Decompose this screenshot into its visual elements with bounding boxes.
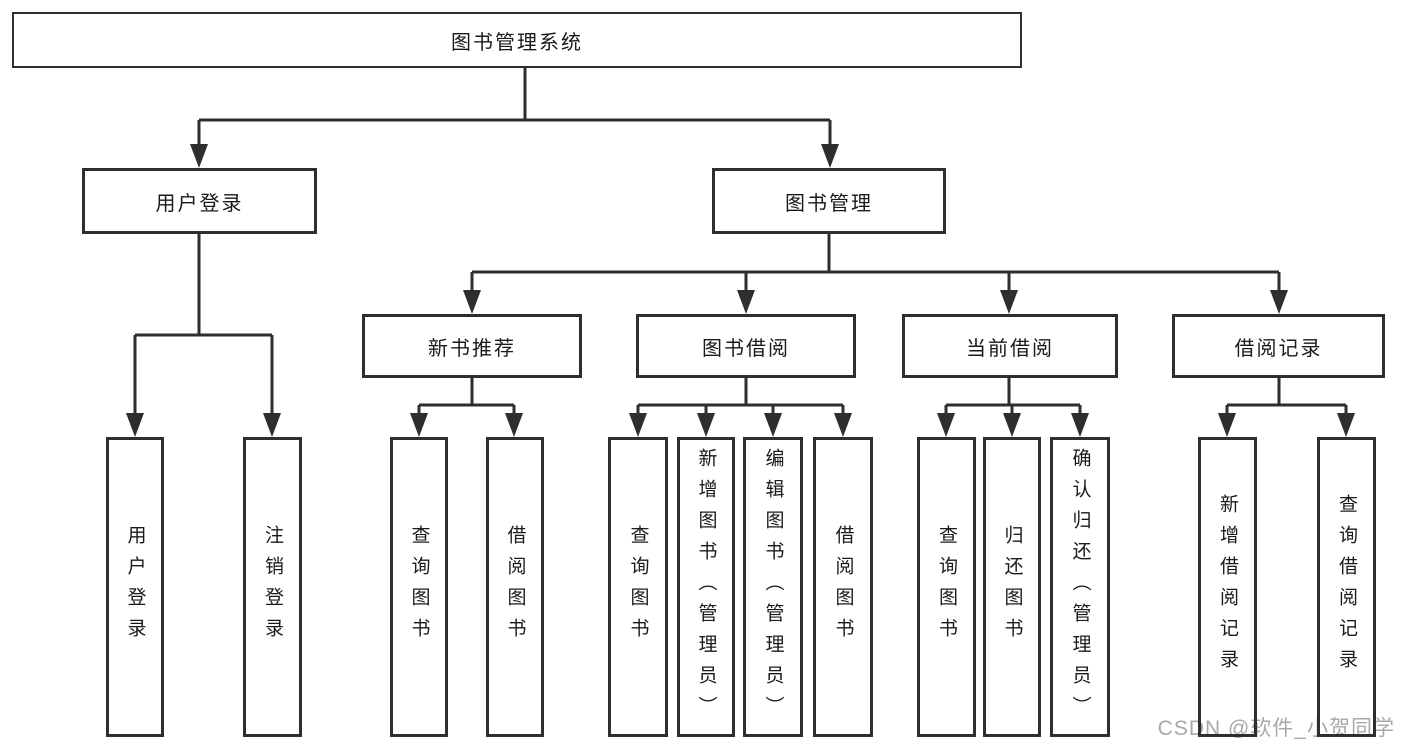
leaf-confirm-return-admin: 确认归还（管理员） xyxy=(1050,437,1110,737)
connector-current-borrow-to-leaves xyxy=(937,378,1089,437)
leaf-borrow-books-recommend: 借阅图书 xyxy=(486,437,544,737)
leaf-label: 查询图书 xyxy=(936,525,957,649)
node-label: 图书借阅 xyxy=(702,337,790,360)
leaf-label: 查询借阅记录 xyxy=(1336,494,1357,680)
leaf-edit-books-admin: 编辑图书（管理员） xyxy=(743,437,803,737)
node-label: 用户登录 xyxy=(155,192,244,215)
leaf-label: 用户登录 xyxy=(124,525,146,649)
connector-root-to-level2 xyxy=(190,68,839,168)
leaf-add-books-admin: 新增图书（管理员） xyxy=(677,437,735,737)
node-label: 新书推荐 xyxy=(428,337,516,360)
node-label: 当前借阅 xyxy=(966,337,1054,360)
leaf-label: 归还图书 xyxy=(1001,525,1023,649)
node-borrow-record: 借阅记录 xyxy=(1172,314,1385,378)
node-user-login: 用户登录 xyxy=(82,168,317,234)
node-label: 借阅记录 xyxy=(1234,337,1323,360)
leaf-label: 确认归还（管理员） xyxy=(1069,447,1091,727)
leaf-label: 新增图书（管理员） xyxy=(695,447,717,727)
leaf-label: 借阅图书 xyxy=(832,525,854,649)
connector-book-borrow-to-leaves xyxy=(629,378,852,437)
node-book-borrow: 图书借阅 xyxy=(636,314,856,378)
leaf-borrow-books: 借阅图书 xyxy=(813,437,873,737)
node-current-borrow: 当前借阅 xyxy=(902,314,1118,378)
csdn-watermark: CSDN @软件_小贺同学 xyxy=(1157,717,1395,740)
leaf-label: 查询图书 xyxy=(627,525,649,649)
leaf-label: 借阅图书 xyxy=(504,525,526,649)
leaf-return-books: 归还图书 xyxy=(983,437,1041,737)
node-label: 图书管理 xyxy=(785,192,873,215)
leaf-label: 编辑图书（管理员） xyxy=(762,447,784,727)
connector-book-management-to-level3 xyxy=(463,234,1288,314)
leaf-query-books-recommend: 查询图书 xyxy=(390,437,448,737)
leaf-label: 注销登录 xyxy=(262,525,283,649)
leaf-add-borrow-record: 新增借阅记录 xyxy=(1198,437,1257,737)
leaf-query-books-current: 查询图书 xyxy=(917,437,976,737)
leaf-query-borrow-record: 查询借阅记录 xyxy=(1317,437,1376,737)
node-root-system: 图书管理系统 xyxy=(12,12,1022,68)
node-book-management: 图书管理 xyxy=(712,168,946,234)
leaf-logout: 注销登录 xyxy=(243,437,302,737)
connector-new-book-to-leaves xyxy=(410,378,523,437)
node-label: 图书管理系统 xyxy=(451,31,583,54)
leaf-query-books-borrow: 查询图书 xyxy=(608,437,668,737)
node-new-book-recommend: 新书推荐 xyxy=(362,314,582,378)
leaf-label: 查询图书 xyxy=(408,525,430,649)
leaf-label: 新增借阅记录 xyxy=(1217,494,1238,680)
leaf-user-login: 用户登录 xyxy=(106,437,164,737)
connector-user-login-to-leaves xyxy=(126,234,281,437)
connector-borrow-record-to-leaves xyxy=(1218,378,1355,437)
